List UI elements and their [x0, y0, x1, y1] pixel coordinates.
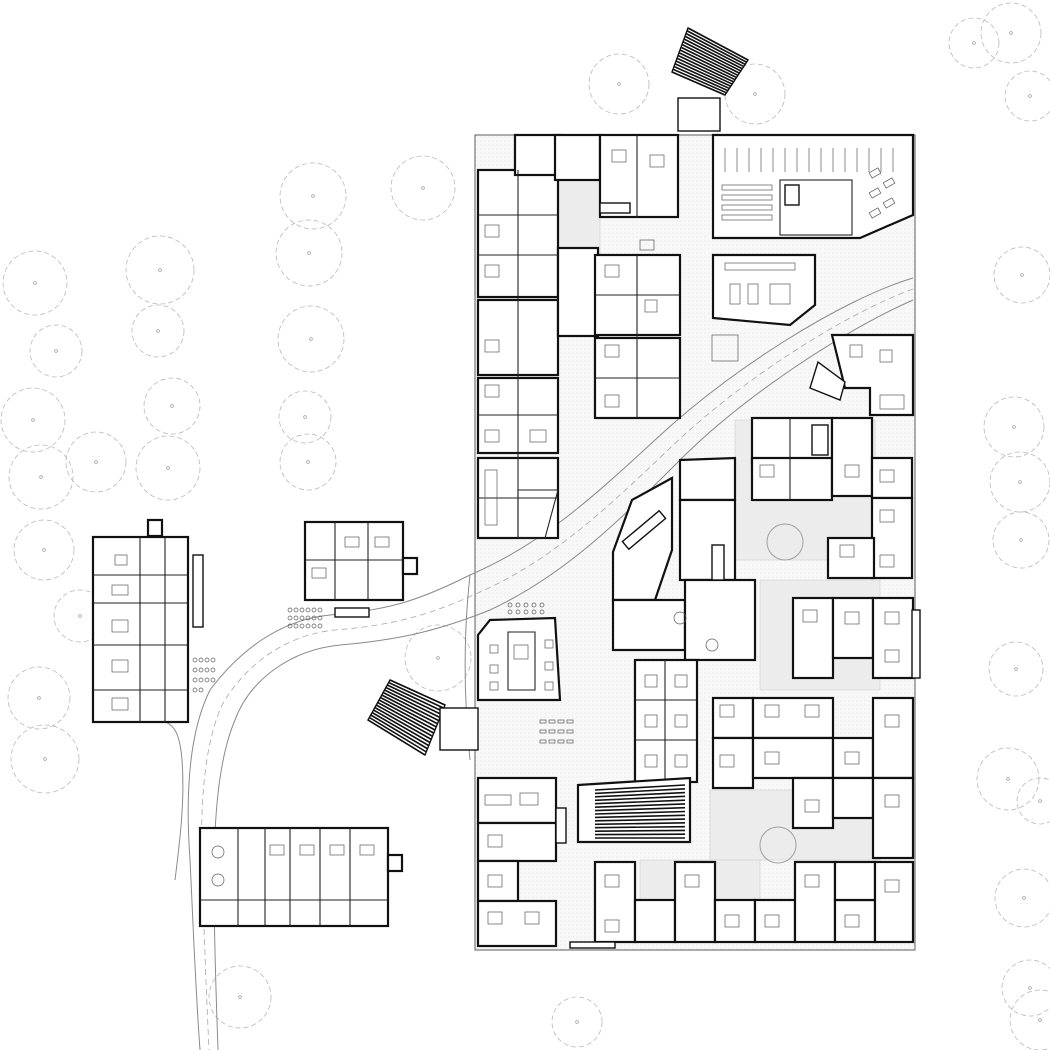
tree — [588, 53, 650, 115]
tree — [1004, 70, 1050, 122]
round-plaza — [766, 523, 804, 561]
pavilion-central-north — [711, 253, 817, 362]
round-plaza — [759, 826, 797, 864]
building-west-a — [91, 518, 204, 724]
tree — [135, 435, 201, 501]
tree — [10, 724, 80, 794]
tree — [7, 666, 71, 730]
site-boundary — [474, 134, 916, 951]
building-north-middle — [553, 133, 682, 420]
building-southwest-c — [198, 826, 404, 928]
tree — [989, 451, 1050, 513]
west-stair-fan — [367, 679, 479, 757]
tree — [277, 305, 345, 373]
tree — [980, 2, 1042, 64]
tree — [724, 63, 786, 125]
building-south-left — [476, 776, 567, 948]
building-east-upper — [750, 333, 915, 580]
building-northeast-hall — [711, 133, 915, 240]
tree — [404, 624, 472, 692]
tree — [1001, 959, 1050, 1017]
tree — [994, 868, 1050, 928]
tree — [279, 433, 337, 491]
building-central — [611, 456, 757, 784]
tree — [390, 155, 456, 221]
tree — [1016, 777, 1050, 825]
tree — [976, 747, 1040, 811]
tree — [143, 377, 201, 435]
building-north-left — [476, 133, 600, 540]
tree — [992, 511, 1050, 569]
tree — [278, 390, 332, 444]
building-east-lower — [711, 596, 921, 860]
tree — [29, 324, 83, 378]
tree — [275, 219, 343, 287]
tree — [131, 304, 185, 358]
site-furniture — [192, 602, 574, 744]
tree — [8, 444, 74, 510]
tree — [208, 965, 272, 1029]
tree — [125, 235, 195, 305]
round-plazas — [759, 523, 804, 864]
north-stair-fan — [671, 27, 750, 132]
pavilion-west-central — [476, 616, 562, 702]
tree — [983, 396, 1045, 458]
building-south-row — [569, 860, 915, 949]
tree — [2, 250, 68, 316]
tree — [1009, 989, 1050, 1050]
tree — [65, 431, 127, 493]
tree — [0, 387, 66, 453]
tree — [988, 641, 1044, 697]
tree — [279, 162, 347, 230]
tree — [13, 519, 75, 581]
building-west-b — [303, 520, 419, 618]
tree — [551, 996, 603, 1048]
tree — [948, 17, 1000, 69]
tree — [993, 246, 1050, 304]
building-south-theatre — [576, 776, 692, 844]
